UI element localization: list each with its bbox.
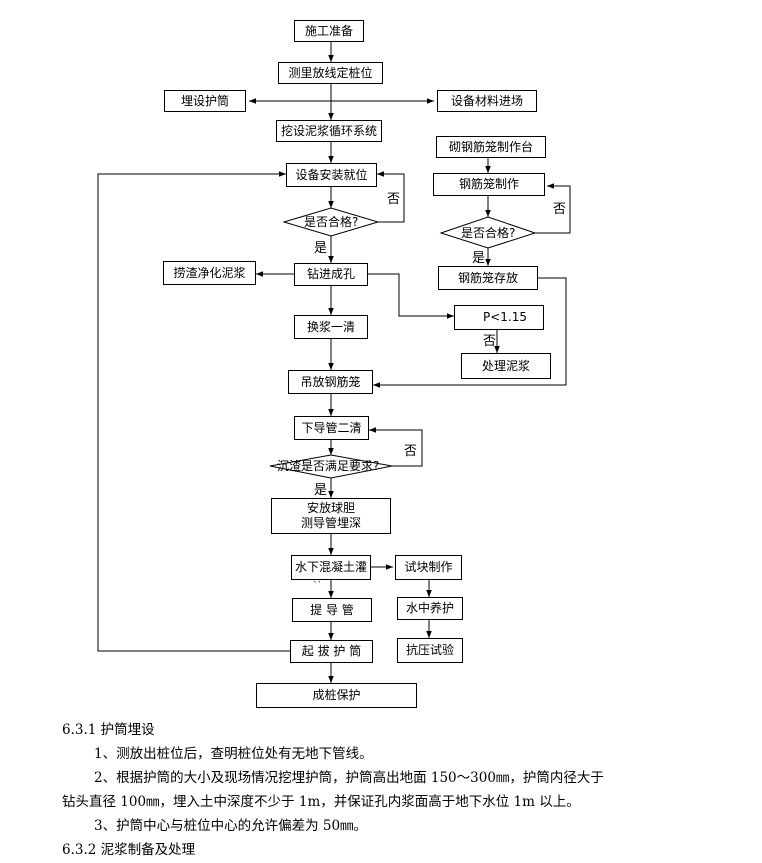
stray-tick-mark: ``: [313, 581, 322, 591]
label-no-1: 否: [387, 192, 401, 207]
section-heading-casing: 6.3.1 护筒埋设: [62, 722, 155, 738]
step-first-clean: 换浆一清: [294, 315, 368, 339]
step-ratio: P<1.15: [454, 305, 544, 330]
label-yes-2: 是: [472, 251, 486, 266]
check-qualified-diamond-2: [439, 216, 537, 249]
step-casing: 埋设护筒: [164, 90, 246, 112]
step-compress: 抗压试验: [397, 638, 463, 663]
decision-text-2: 是否合格?: [461, 226, 516, 240]
flowchart-connectors: [97, 42, 571, 683]
step-lift-pipe: 提 导 管: [292, 598, 372, 622]
step-treat-mud: 处理泥浆: [461, 353, 551, 379]
label-yes-4: 是: [314, 483, 328, 498]
step-protect: 成桩保护: [256, 683, 417, 708]
step-cage-store: 钢筋笼存放: [438, 266, 538, 290]
step-cage-make: 钢筋笼制作: [433, 173, 545, 196]
step-materials: 设备材料进场: [437, 90, 537, 112]
sediment-check-text: 沉渣是否满足要求?: [277, 459, 380, 473]
step-pour: 水下混凝土灌: [291, 555, 371, 580]
label-yes-1: 是: [314, 241, 328, 256]
step-clean-mud: 捞渣净化泥浆: [163, 261, 256, 285]
paragraph-2-line-2: 钻头直径 100㎜，埋入土中深度不少于 1m，并保证孔内浆面高于地下水位 1m …: [62, 794, 580, 810]
step-hoist-cage: 吊放钢筋笼: [288, 370, 373, 394]
paragraph-3: 3、护筒中心与桩位中心的允许偏差为 50㎜。: [94, 818, 368, 834]
step-prep: 施工准备: [294, 20, 364, 42]
label-no-4: 否: [404, 444, 418, 459]
sediment-check-diamond: [269, 454, 393, 479]
paragraph-1: 1、测放出桩位后，查明桩位处有无地下管线。: [94, 746, 373, 762]
step-ball-depth: 安放球胆 测导管埋深: [271, 498, 391, 534]
paragraph-2-line-1: 2、根据护筒的大小及现场情况挖埋护筒，护筒高出地面 150～300㎜，护筒内径大…: [94, 770, 604, 786]
check-qualified-diamond-1: [282, 207, 380, 237]
step-install: 设备安装就位: [286, 163, 377, 187]
step-platform: 砌钢筋笼制作台: [436, 136, 546, 158]
step-pull-casing: 起 拔 护 筒: [290, 640, 373, 663]
step-second-clean: 下导管二清: [294, 416, 369, 440]
step-cure: 水中养护: [397, 597, 463, 620]
step-drill: 钻进成孔: [294, 263, 368, 286]
section-heading-mud: 6.3.2 泥浆制备及处理: [62, 842, 196, 858]
step-survey: 测里放线定桩位: [278, 62, 383, 84]
step-mud-system: 挖设泥浆循环系统: [276, 120, 382, 142]
label-no-3: 否: [483, 334, 497, 349]
step-sample: 试块制作: [395, 555, 462, 580]
label-no-2: 否: [553, 202, 567, 217]
decision-text-1: 是否合格?: [304, 215, 359, 229]
